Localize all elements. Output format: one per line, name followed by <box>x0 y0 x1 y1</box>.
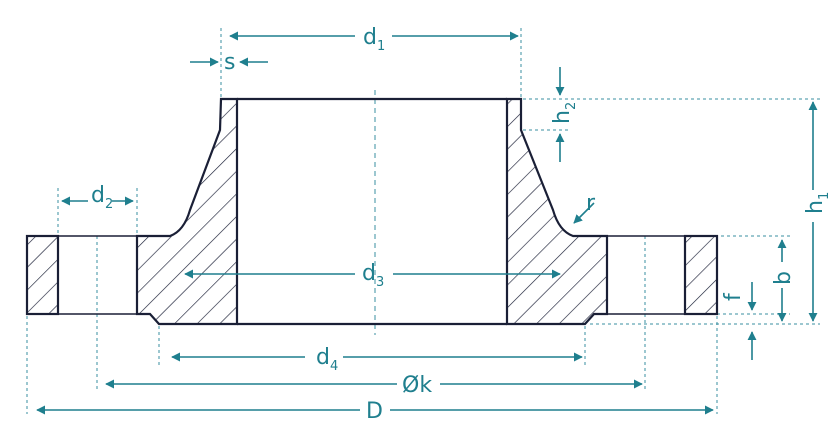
label-h1: h1 <box>803 192 832 214</box>
flange-outline <box>58 97 685 326</box>
label-d3: d3 <box>362 261 384 290</box>
label-d1: d1 <box>363 25 385 54</box>
right-rim-section <box>683 234 719 316</box>
label-f: f <box>721 292 746 301</box>
label-k: Øk <box>402 373 432 398</box>
flange-section <box>25 97 719 326</box>
label-b: b <box>771 271 796 285</box>
label-h2: h2 <box>550 102 579 124</box>
label-d2: d2 <box>91 183 113 212</box>
label-s: s <box>224 50 235 75</box>
left-rim-section <box>25 234 60 316</box>
dimension-lines <box>36 31 818 415</box>
label-r: r <box>586 191 596 216</box>
left-hub-section <box>135 97 239 326</box>
label-d4: d4 <box>316 345 338 374</box>
label-D: D <box>366 399 383 424</box>
right-hub-section <box>505 97 609 326</box>
extension-lines <box>26 28 820 414</box>
